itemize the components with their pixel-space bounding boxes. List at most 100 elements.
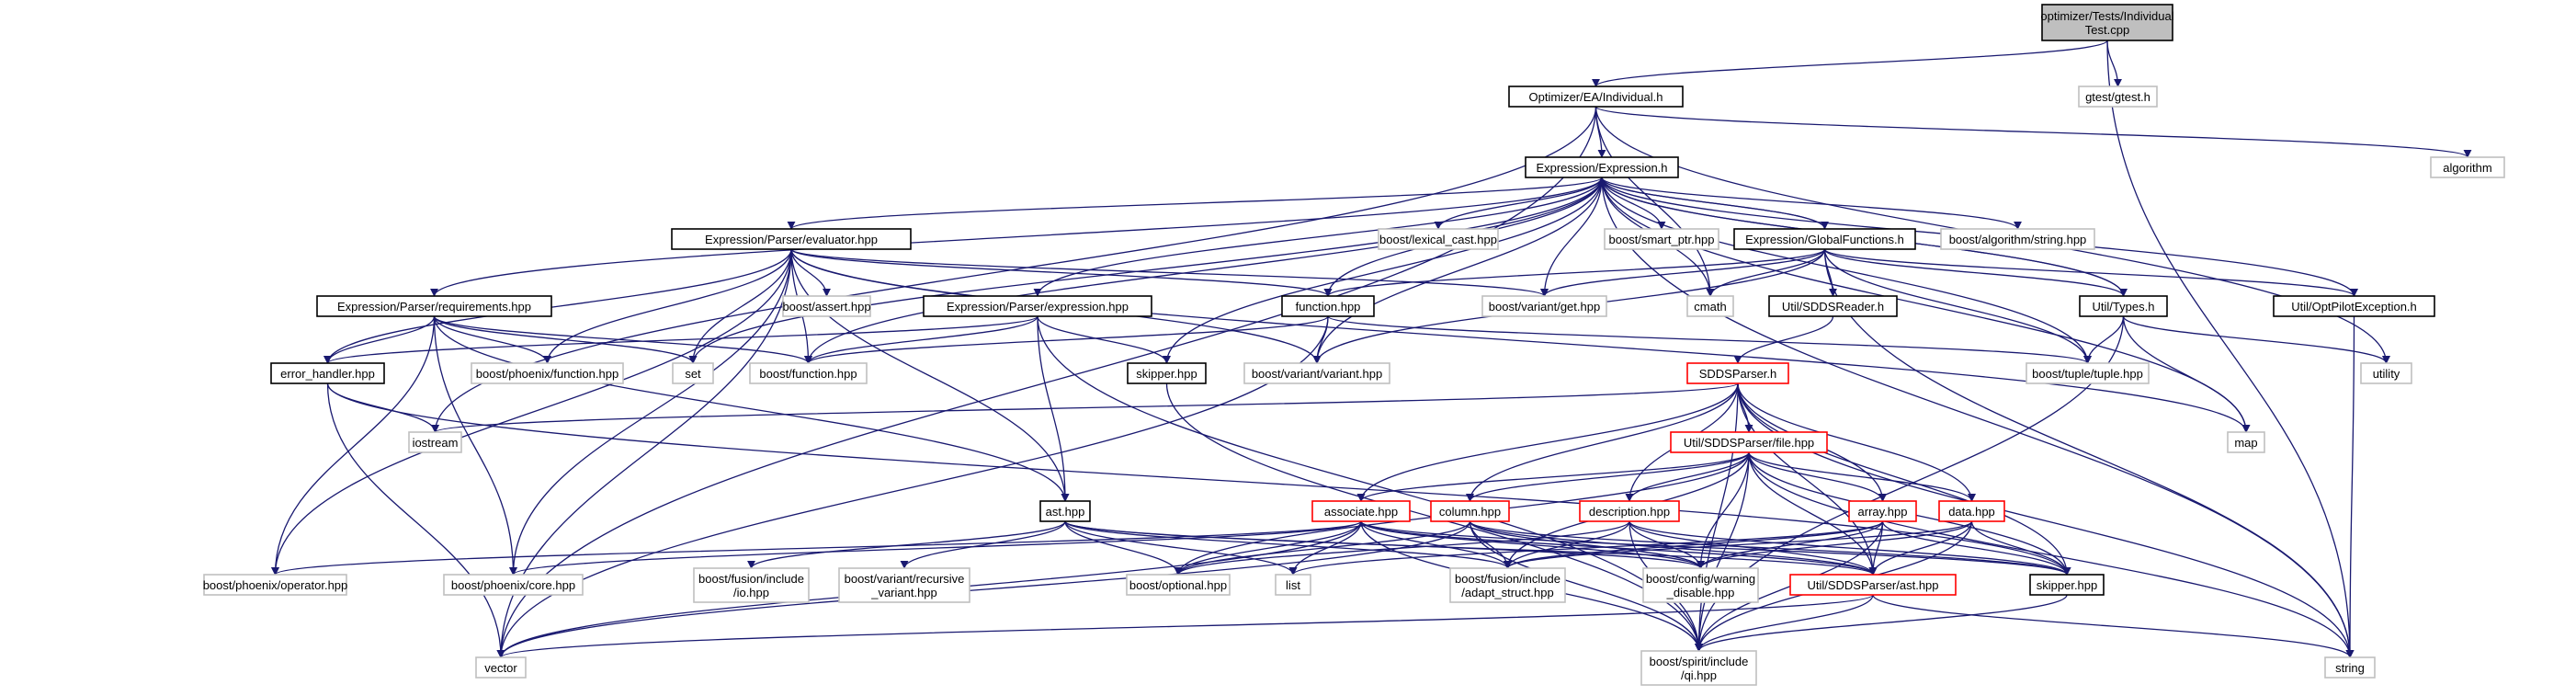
node-label: error_handler.hpp — [280, 367, 375, 381]
node-boost-variant-get-hpp: boost/variant/get.hpp — [1481, 295, 1607, 317]
node-boost-tuple-tuple-hpp: boost/tuple/tuple.hpp — [2026, 362, 2150, 384]
node-box — [2078, 86, 2158, 108]
include-edge — [1174, 520, 1471, 576]
node-expression-parser-requirements-hpp[interactable]: Expression/Parser/requirements.hpp — [316, 295, 552, 317]
node-label: map — [2234, 436, 2257, 450]
include-edge — [1469, 520, 1705, 569]
node-label: Util/SDDSReader.h — [1782, 300, 1884, 314]
node-set: set — [672, 362, 714, 384]
include-edge — [1174, 520, 1630, 576]
node-box — [316, 295, 552, 317]
node-boost-optional-hpp: boost/optional.hpp — [1126, 574, 1231, 596]
node-boost-assert-hpp: boost/assert.hpp — [782, 295, 871, 317]
node-box — [1126, 574, 1231, 596]
node-box — [2227, 431, 2265, 453]
node-label: column.hpp — [1439, 505, 1501, 519]
node-cmath: cmath — [1686, 295, 1734, 317]
node-util-sddsparser-ast-hpp[interactable]: Util/SDDSParser/ast.hpp — [1789, 574, 1957, 596]
node-util-sddsparser-file-hpp[interactable]: Util/SDDSParser/file.hpp — [1670, 431, 1828, 453]
node-skipper-hpp[interactable]: skipper.hpp — [1127, 362, 1207, 384]
node-column-hpp[interactable]: column.hpp — [1430, 500, 1510, 522]
include-edge — [1064, 520, 1183, 576]
include-edge — [790, 248, 831, 297]
node-label: boost/tuple/tuple.hpp — [2032, 367, 2143, 381]
include-edge — [433, 315, 551, 364]
node-box — [1768, 295, 1898, 317]
include-edge — [1695, 382, 1739, 652]
node-box — [2029, 574, 2105, 596]
node-boost-variant-recursive-variant-hpp: boost/variant/recursive_variant.hpp — [838, 567, 970, 603]
node-label: Test.cpp — [2085, 23, 2129, 37]
node-label: gtest/gtest.h — [2085, 90, 2150, 104]
include-edge — [688, 248, 792, 364]
include-edge — [1356, 451, 1750, 502]
node-expression-parser-expression-hpp[interactable]: Expression/Parser/expression.hpp — [923, 295, 1152, 317]
node-box — [1378, 228, 1499, 250]
node-util-types-h[interactable]: Util/Types.h — [2079, 295, 2168, 317]
node-sddsparser-h[interactable]: SDDSParser.h — [1686, 362, 1789, 384]
include-edge — [1288, 520, 1884, 576]
include-edge — [496, 106, 1597, 658]
node-label: ast.hpp — [1046, 505, 1085, 519]
include-edge — [1312, 315, 1329, 364]
node-label: boost/phoenix/core.hpp — [451, 578, 575, 592]
include-edge — [1737, 382, 2071, 576]
node-util-optpilotexception-h[interactable]: Util/OptPilotException.h — [2273, 295, 2435, 317]
node-associate-hpp[interactable]: associate.hpp — [1311, 500, 1411, 522]
node-expression-globalfunctions-h[interactable]: Expression/GlobalFunctions.h — [1733, 228, 1916, 250]
include-edge — [1597, 177, 1826, 230]
node-expression-parser-evaluator-hpp[interactable]: Expression/Parser/evaluator.hpp — [671, 228, 912, 250]
include-edge — [1504, 520, 1630, 569]
node-box — [1640, 650, 1757, 686]
include-edge — [1540, 177, 1603, 297]
node-label: Util/SDDSParser/file.hpp — [1684, 436, 1814, 450]
include-edge — [1748, 451, 2355, 658]
node-label: boost/function.hpp — [759, 367, 857, 381]
include-edge — [1466, 451, 1750, 502]
include-edge — [804, 177, 1603, 364]
node-box — [1789, 574, 1957, 596]
node-layer: optimizer/Tests/IndividualTest.cppOptimi… — [203, 4, 2505, 686]
node-label: Expression/Parser/evaluator.hpp — [705, 233, 878, 246]
include-edge — [900, 520, 1066, 569]
node-skipper-hpp[interactable]: skipper.hpp — [2029, 574, 2105, 596]
node-box — [1670, 431, 1828, 453]
node-description-hpp[interactable]: description.hpp — [1579, 500, 1680, 522]
include-edge — [790, 248, 1070, 502]
include-edge — [509, 248, 792, 576]
node-box — [838, 567, 970, 603]
include-edge — [1823, 248, 2128, 297]
node-ast-hpp[interactable]: ast.hpp — [1039, 500, 1091, 522]
node-string: string — [2324, 656, 2376, 679]
include-edge — [1868, 520, 1973, 576]
include-edge — [1594, 106, 1715, 297]
include-edge — [430, 177, 1603, 297]
node-boost-algorithm-string-hpp: boost/algorithm/string.hpp — [1940, 228, 2095, 250]
include-edge — [1540, 248, 1826, 297]
node-function-hpp[interactable]: function.hpp — [1281, 295, 1375, 317]
node-label: Expression/GlobalFunctions.h — [1745, 233, 1904, 246]
node-data-hpp[interactable]: data.hpp — [1938, 500, 2005, 522]
node-optimizer-ea-individual-h[interactable]: Optimizer/EA/Individual.h — [1508, 86, 1684, 108]
node-array-hpp[interactable]: array.hpp — [1848, 500, 1917, 522]
node-util-sddsreader-h[interactable]: Util/SDDSReader.h — [1768, 295, 1898, 317]
node-map: map — [2227, 431, 2265, 453]
node-label: boost/assert.hpp — [782, 300, 870, 314]
node-box — [2041, 4, 2173, 41]
node-label: Util/Types.h — [2093, 300, 2155, 314]
node-expression-expression-h[interactable]: Expression/Expression.h — [1525, 156, 1679, 178]
include-edge — [1360, 520, 1705, 569]
include-edge — [433, 315, 517, 576]
node-label: Util/OptPilotException.h — [2291, 300, 2417, 314]
node-box — [2324, 656, 2376, 679]
include-edge — [271, 248, 792, 576]
include-edge — [323, 248, 792, 364]
node-error-handler-hpp[interactable]: error_handler.hpp — [270, 362, 385, 384]
node-box — [1525, 156, 1679, 178]
node-box — [443, 574, 584, 596]
include-edge — [2106, 40, 2355, 658]
node-boost-phoenix-core-hpp: boost/phoenix/core.hpp — [443, 574, 584, 596]
include-edge — [1628, 520, 2071, 576]
include-edge — [1163, 177, 1603, 364]
